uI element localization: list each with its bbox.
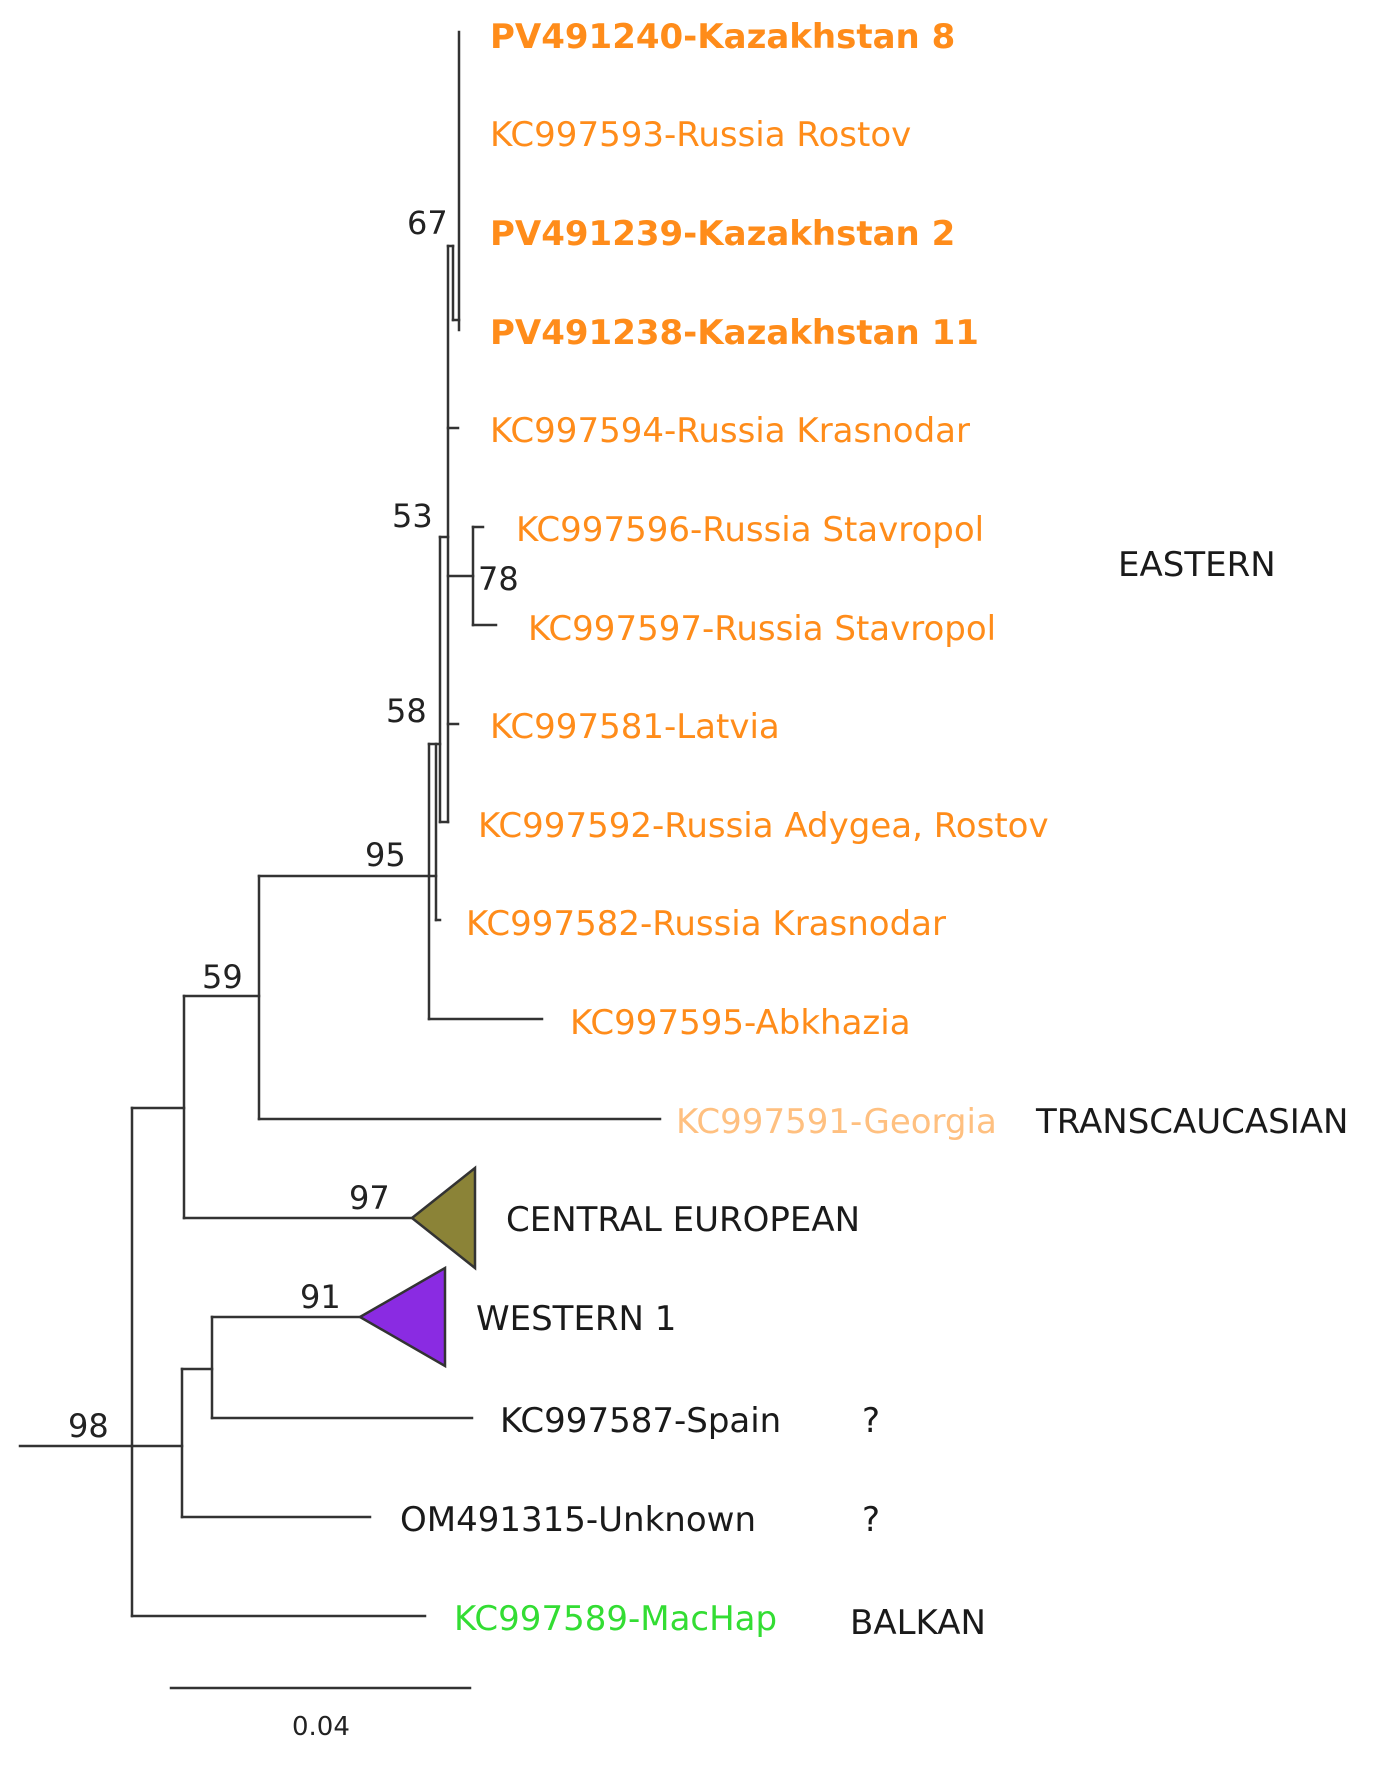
support-value: 78 (478, 560, 519, 598)
group-labels: EASTERN TRANSCAUCASIAN CENTRAL EUROPEAN … (476, 545, 1348, 1643)
tree-branches (18, 30, 662, 1618)
support-value: 95 (365, 836, 406, 874)
central-european-clade-triangle (409, 1165, 477, 1271)
support-value: 53 (392, 497, 433, 535)
taxon-label: KC997593-Russia Rostov (490, 115, 911, 155)
group-label-central-european: CENTRAL EUROPEAN (506, 1200, 860, 1240)
taxon-label: KC997594-Russia Krasnodar (490, 411, 970, 451)
support-value: 59 (202, 958, 243, 996)
taxon-label: KC997582-Russia Krasnodar (466, 904, 946, 944)
group-label-western1: WESTERN 1 (476, 1299, 676, 1339)
taxon-labels: PV491240-Kazakhstan 8 KC997593-Russia Ro… (400, 17, 1049, 1639)
taxon-label: KC997595-Abkhazia (570, 1003, 911, 1043)
support-value: 98 (68, 1407, 109, 1445)
support-value: 67 (407, 204, 448, 242)
support-value: 97 (349, 1179, 390, 1217)
taxon-label: OM491315-Unknown (400, 1500, 756, 1540)
taxon-label: PV491240-Kazakhstan 8 (490, 17, 955, 57)
support-value: 58 (386, 692, 427, 730)
support-value: 91 (300, 1278, 341, 1316)
western1-clade-triangle (357, 1265, 447, 1369)
group-label-balkan: BALKAN (850, 1603, 986, 1643)
group-label-eastern: EASTERN (1118, 545, 1276, 585)
group-label-spain-unknown: ? (862, 1401, 880, 1441)
group-label-unknown-unknown: ? (862, 1500, 880, 1540)
taxon-label: PV491238-Kazakhstan 11 (490, 313, 979, 353)
taxon-label: KC997591-Georgia (676, 1102, 997, 1142)
scale-bar-label: 0.04 (292, 1712, 350, 1742)
group-label-transcaucasian: TRANSCAUCASIAN (1035, 1102, 1348, 1142)
taxon-label: KC997597-Russia Stavropol (528, 609, 996, 649)
support-values: 67 53 78 58 95 59 97 91 98 (68, 204, 519, 1445)
taxon-label: KC997587-Spain (500, 1401, 781, 1441)
taxon-label: KC997592-Russia Adygea, Rostov (478, 806, 1049, 846)
taxon-label: KC997589-MacHap (454, 1599, 777, 1639)
taxon-label: KC997581-Latvia (490, 707, 780, 747)
taxon-label: PV491239-Kazakhstan 2 (490, 214, 955, 254)
taxon-label: KC997596-Russia Stavropol (516, 510, 984, 550)
